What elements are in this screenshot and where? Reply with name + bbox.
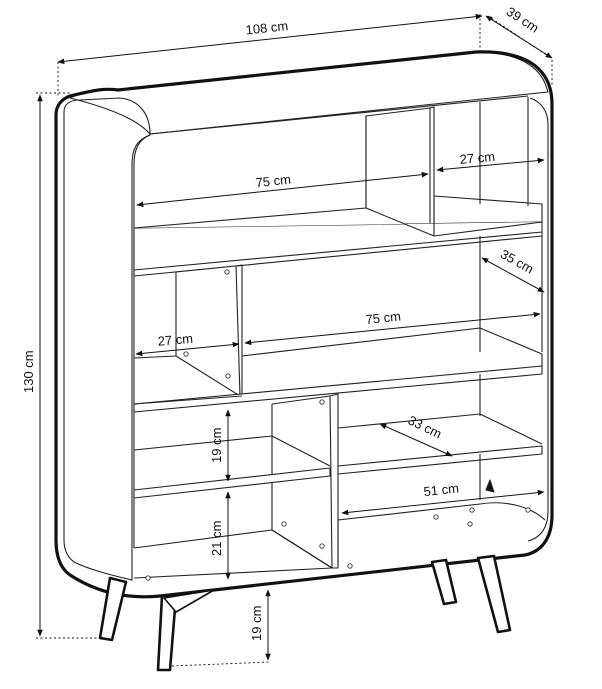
label-compartment-height-lower: 21 cm xyxy=(209,521,224,556)
dimension-depth-right: 35 cm xyxy=(481,246,545,293)
dimension-shelf-top-wide: 75 cm xyxy=(136,172,429,208)
leg-front-middle xyxy=(156,594,178,672)
label-compartment-height-upper: 19 cm xyxy=(209,428,224,463)
label-shelf-low-right-depth: 33 cm xyxy=(406,412,444,441)
cabinet-body xyxy=(54,50,554,599)
dimension-shelf-low-right-depth: 33 cm xyxy=(379,412,453,457)
dimension-leg-height: 19 cm xyxy=(171,589,271,667)
label-shelf-mid-left: 27 cm xyxy=(157,331,194,349)
dimension-shelf-bottom-right: 51 cm xyxy=(341,479,545,516)
shelf-3-right xyxy=(337,445,543,475)
cabinet-bottom xyxy=(133,529,333,579)
legs xyxy=(98,554,512,672)
dimension-height-total: 130 cm xyxy=(21,92,100,639)
left-side-front-edge xyxy=(63,97,151,581)
dimension-shelf-mid-wide: 75 cm xyxy=(244,308,541,346)
leg-back-left xyxy=(430,558,458,606)
dimension-shelf-mid-left: 27 cm xyxy=(135,331,240,357)
label-height-total: 130 cm xyxy=(21,350,36,393)
shelf-2 xyxy=(133,365,543,413)
label-shelf-top-right: 27 cm xyxy=(459,149,496,167)
dimension-compartment-height-lower: 21 cm xyxy=(209,491,231,580)
label-width-top: 108 cm xyxy=(245,18,289,37)
cabinet-top-face xyxy=(69,51,549,135)
label-depth-right: 35 cm xyxy=(498,246,536,276)
leg-back-right xyxy=(476,554,512,634)
shelf-3-left xyxy=(133,467,331,499)
label-shelf-top-wide: 75 cm xyxy=(255,172,292,191)
dimension-width-top: 108 cm xyxy=(57,13,483,96)
leg-front-left xyxy=(98,576,128,642)
label-leg-height: 19 cm xyxy=(249,606,264,641)
label-shelf-bottom-right: 51 cm xyxy=(423,480,460,499)
dimension-compartment-height-upper: 19 cm xyxy=(209,409,231,482)
dimension-shelf-top-right: 27 cm xyxy=(436,149,545,173)
label-shelf-mid-wide: 75 cm xyxy=(365,308,402,327)
